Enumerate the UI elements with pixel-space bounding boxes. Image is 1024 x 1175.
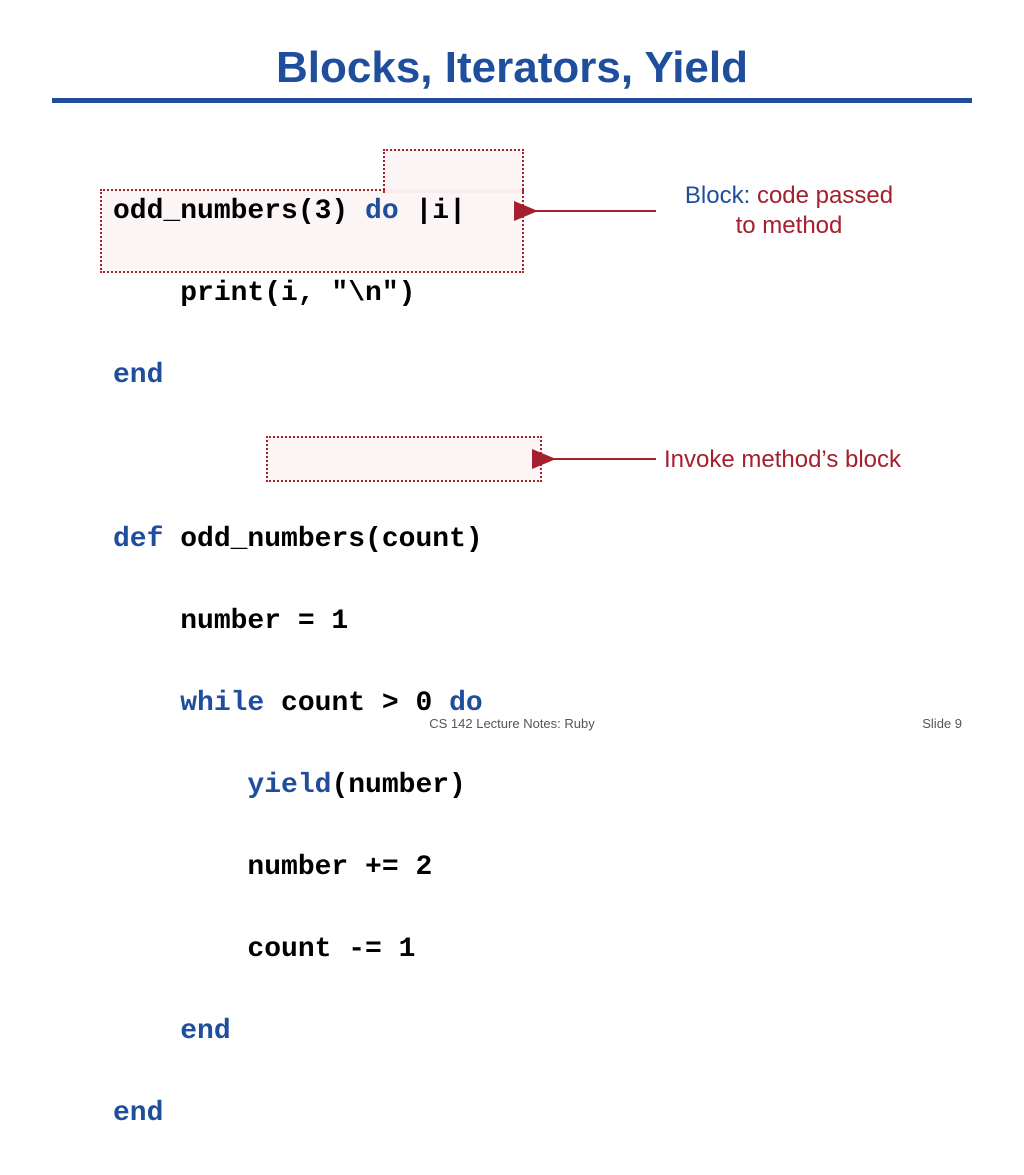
code-line-3: end (113, 355, 483, 396)
code-line-9: number += 2 (113, 847, 483, 888)
keyword-yield: yield (247, 770, 332, 801)
yield-annotation: Invoke method’s block (664, 446, 902, 473)
code-text: odd_numbers(count) (163, 524, 483, 555)
code-line-10: count -= 1 (113, 929, 483, 970)
slide-title: Blocks, Iterators, Yield (276, 43, 748, 92)
keyword-def: def (113, 524, 164, 555)
title-divider (52, 98, 972, 103)
block-highlight-cap (100, 189, 385, 191)
keyword-end: end (180, 1016, 231, 1047)
block-highlight-top (383, 149, 524, 193)
code-line-1: odd_numbers(3) do |i| (113, 191, 483, 232)
keyword-do: do (365, 196, 399, 227)
code-text: number += 2 (113, 852, 433, 883)
block-annotation-label: Block: (684, 182, 757, 209)
code-line-7: while count > 0 do (113, 683, 483, 724)
footer-course: CS 142 Lecture Notes: Ruby (429, 716, 595, 731)
block-highlight-body (100, 189, 524, 273)
code-text: odd_numbers(3) (113, 196, 366, 227)
code-text: (number) (331, 770, 466, 801)
code-line-8: yield(number) (113, 765, 483, 806)
block-annotation-text-2: to method (735, 212, 843, 239)
code-text: count > 0 (264, 688, 450, 719)
footer-slide-number: Slide 9 (922, 716, 962, 731)
keyword-end: end (113, 1098, 164, 1129)
yield-highlight (266, 436, 542, 482)
code-line-5: def odd_numbers(count) (113, 519, 483, 560)
block-annotation-text-1: code passed (756, 182, 894, 209)
code-line-11: end (113, 1011, 483, 1052)
code-indent (113, 770, 247, 801)
code-text: print(i, "\n") (113, 278, 416, 309)
code-text: number = 1 (113, 606, 349, 637)
code-line-6: number = 1 (113, 601, 483, 642)
code-line-2: print(i, "\n") (113, 273, 483, 314)
block-annotation: Block: code passed to method (660, 181, 918, 241)
keyword-while: while (180, 688, 265, 719)
code-text: |i| (398, 196, 466, 227)
code-text: count -= 1 (113, 934, 416, 965)
annotation-arrows (514, 201, 656, 469)
keyword-do: do (449, 688, 483, 719)
keyword-end: end (113, 360, 164, 391)
code-line-12: end (113, 1093, 483, 1134)
code-indent (113, 1016, 180, 1047)
